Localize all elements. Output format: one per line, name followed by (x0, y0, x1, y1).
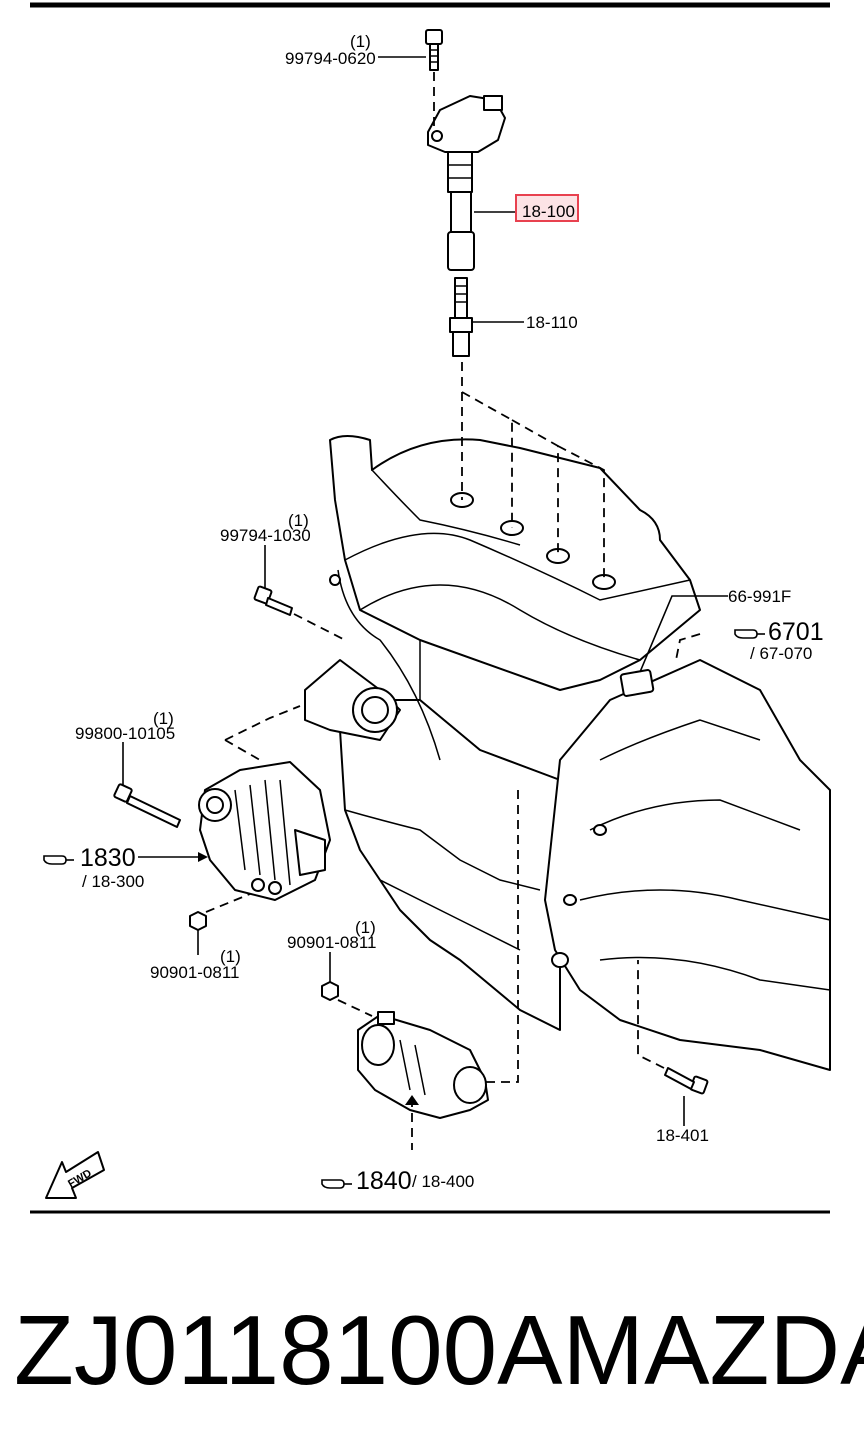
bolt-starter (664, 1067, 709, 1095)
nut-right (321, 981, 339, 1001)
ignition-coil (427, 95, 506, 271)
label-ref-1830[interactable]: 1830 (80, 844, 136, 872)
label-ref-1830-sub[interactable]: / 18-300 (82, 872, 144, 891)
label-bolt-alt-qty[interactable]: (1) (153, 709, 174, 728)
highlight-box (515, 194, 579, 222)
ref-6701[interactable]: 6701 (734, 618, 824, 646)
bolt-mid (253, 585, 293, 616)
fwd-arrow-icon: FWD (45, 1151, 105, 1199)
label-bolt-top-qty[interactable]: (1) (350, 32, 371, 51)
label-ref-6701[interactable]: 6701 (768, 618, 824, 646)
bolt-alternator (113, 783, 181, 828)
label-spark-plug[interactable]: 18-110 (526, 313, 578, 332)
label-bolt-alt[interactable]: 99800-10105 (75, 724, 175, 743)
ref-1840[interactable]: 1840 (321, 1167, 412, 1195)
parts-diagram: FWD (1) 99794-0620 18-100 18-110 (1) 997… (30, 2, 831, 1214)
label-nut-right[interactable]: 90901-0811 (287, 933, 377, 952)
label-bolt-top[interactable]: 99794-0620 (285, 49, 376, 68)
label-nut-left-qty[interactable]: (1) (220, 947, 241, 966)
engine-assembly (304, 435, 831, 1071)
spark-plug (449, 277, 473, 357)
nut-left (189, 911, 207, 931)
pointing-hand-icon (43, 855, 74, 865)
part-number: ZJ0118100A (14, 1295, 563, 1405)
pointing-hand-icon (321, 1179, 352, 1189)
label-bolt-mid-qty[interactable]: (1) (288, 511, 309, 530)
label-ref-1840-sub[interactable]: / 18-400 (412, 1172, 474, 1191)
starter-motor (357, 1011, 489, 1119)
label-ignition-coil[interactable]: 18-100 (522, 202, 575, 221)
label-ref-6701-sub[interactable]: / 67-070 (750, 644, 812, 663)
brand-name: MAZDA (562, 1295, 864, 1405)
label-bolt-starter[interactable]: 18-401 (656, 1126, 709, 1145)
label-nut-right-qty[interactable]: (1) (355, 918, 376, 937)
label-nut-left[interactable]: 90901-0811 (150, 963, 240, 982)
label-bolt-mid[interactable]: 99794-1030 (220, 526, 311, 545)
pointing-hand-icon (734, 629, 765, 639)
footer-title: ZJ0118100A MAZDA (14, 1290, 864, 1410)
label-ref-1840[interactable]: 1840 (356, 1167, 412, 1195)
alternator (198, 761, 331, 901)
bolt-top (425, 29, 443, 71)
label-sensor[interactable]: 66-991F (728, 587, 791, 606)
ref-1830[interactable]: 1830 (43, 844, 136, 872)
